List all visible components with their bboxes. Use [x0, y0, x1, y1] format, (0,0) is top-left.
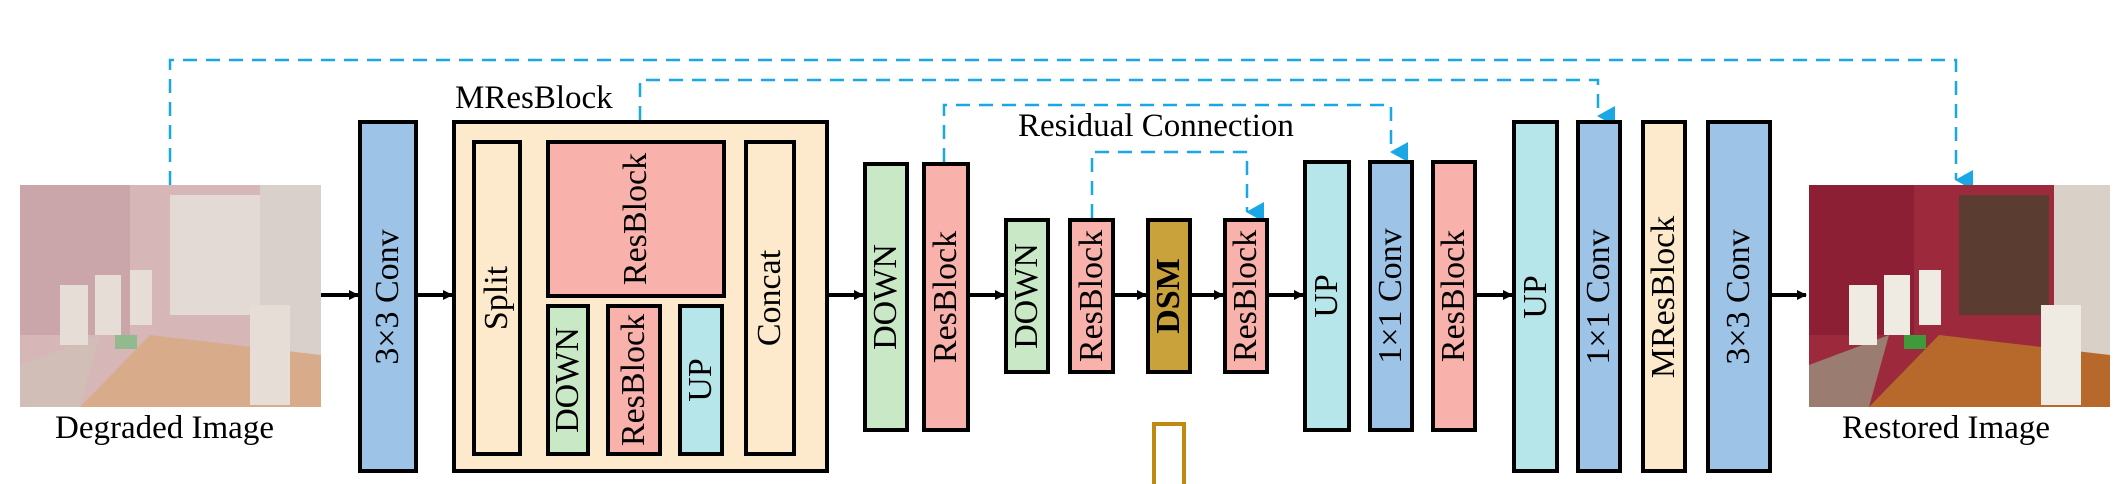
mresblock-out-label: MResBlock: [1645, 215, 1682, 378]
skip-input-to-output: [168, 58, 1973, 190]
up1-label: UP: [1308, 274, 1345, 318]
mres-up-block: UP: [678, 304, 724, 456]
mres-resblock-top: ResBlock: [546, 140, 726, 298]
concat-block: Concat: [744, 140, 796, 456]
resblock3-label: ResBlock: [1227, 229, 1264, 363]
resblock3: ResBlock: [1223, 218, 1269, 374]
down1-label: DOWN: [867, 244, 904, 350]
split-label: Split: [478, 265, 515, 331]
mres-title: MResBlock: [455, 80, 613, 116]
input-label: Degraded Image: [55, 410, 274, 446]
conv-out-label: 3×3 Conv: [1720, 228, 1757, 365]
conv1x1-b-label: 1×1 Conv: [1580, 228, 1617, 365]
mres-down-label: DOWN: [549, 327, 586, 433]
resblock4-label: ResBlock: [1435, 229, 1472, 363]
skip-resblock2-to-resblock3: [1090, 150, 1264, 222]
up1-block: UP: [1303, 160, 1351, 432]
mres-resblock-bottom-label: ResBlock: [615, 313, 652, 447]
mres-resblock-bottom: ResBlock: [606, 304, 662, 456]
mres-block-container: Split ResBlock DOWN ResBlock UP Concat: [452, 120, 829, 473]
resblock4: ResBlock: [1431, 160, 1477, 432]
conv-out-block: 3×3 Conv: [1706, 120, 1772, 473]
mres-up-label: UP: [682, 358, 719, 402]
down1-block: DOWN: [863, 162, 909, 432]
resblock1-label: ResBlock: [927, 230, 964, 364]
split-block: Split: [472, 140, 522, 456]
up2-label: UP: [1516, 274, 1554, 319]
resblock2-label: ResBlock: [1072, 229, 1110, 363]
conv1x1-a-label: 1×1 Conv: [1372, 228, 1409, 364]
concat-label: Concat: [751, 249, 788, 347]
mres-down-block: DOWN: [546, 304, 590, 456]
resblock1: ResBlock: [922, 162, 970, 432]
resblock2: ResBlock: [1068, 218, 1115, 374]
dsm-block: DSM: [1146, 218, 1192, 374]
skip-mres-to-conv1x1b: [638, 78, 1615, 126]
down2-label: DOWN: [1008, 243, 1045, 349]
conv1x1-b-block: 1×1 Conv: [1576, 120, 1622, 473]
degraded-image: [20, 185, 321, 407]
mres-resblock-top-label: ResBlock: [617, 152, 654, 286]
skip-resblock1-to-conv1x1a: [942, 103, 1408, 162]
conv1x1-a-block: 1×1 Conv: [1368, 160, 1414, 432]
skip-connections: [168, 58, 1973, 222]
conv-in-label: 3×3 Conv: [369, 228, 406, 365]
restored-image: [1809, 185, 2110, 407]
down2-block: DOWN: [1004, 218, 1050, 374]
mresblock-out: MResBlock: [1641, 120, 1687, 473]
dsm-label: DSM: [1150, 258, 1187, 334]
up2-block: UP: [1512, 120, 1559, 473]
dsm-detail-outline: [1152, 422, 1186, 484]
output-label: Restored Image: [1842, 410, 2051, 446]
conv-in-block: 3×3 Conv: [358, 120, 418, 473]
residual-connection-label: Residual Connection: [1018, 108, 1294, 144]
